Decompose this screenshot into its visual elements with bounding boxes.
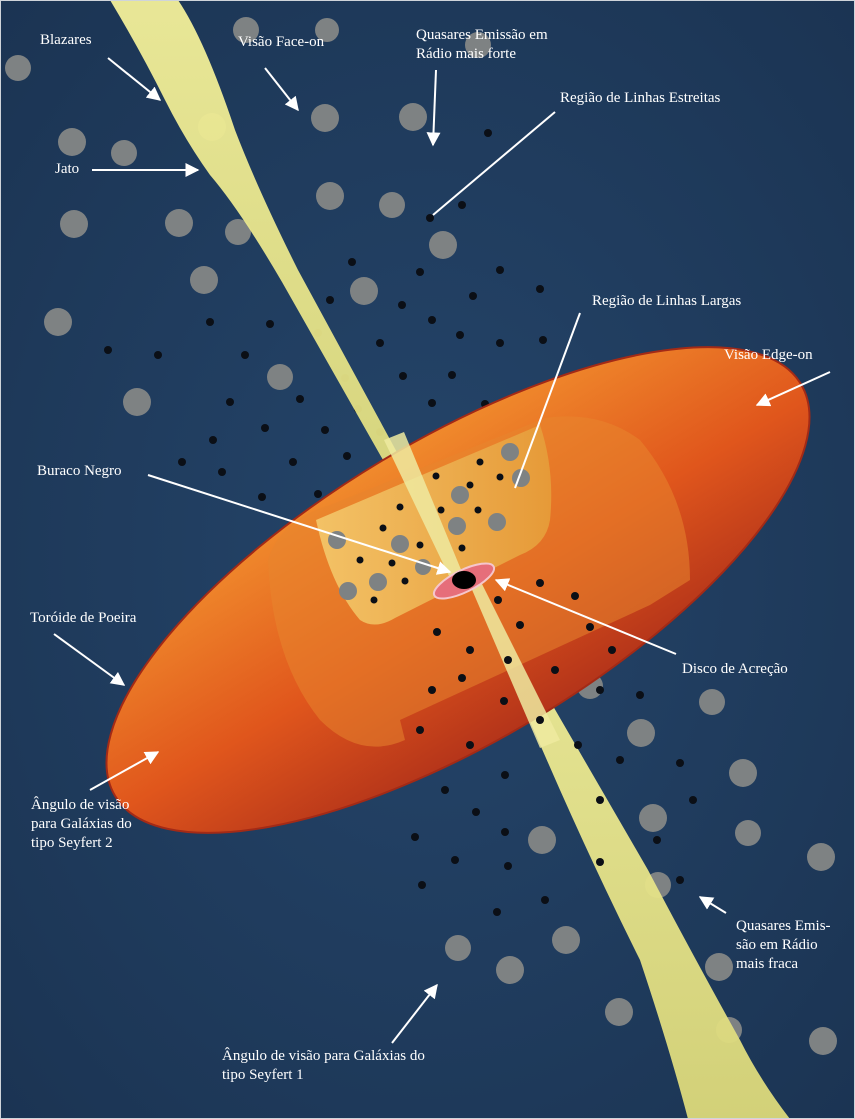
label-radio-loud-quasars: Quasares Emissão em Rádio mais forte — [416, 26, 548, 64]
label-face-on-view: Visão Face-on — [238, 33, 324, 52]
label-narrow-line-region: Região de Linhas Estreitas — [560, 89, 720, 108]
label-black-hole: Buraco Negro — [37, 462, 122, 481]
label-seyfert1-angle: Ângulo de visão para Galáxias do tipo Se… — [222, 1047, 425, 1085]
label-accretion-disk: Disco de Acreção — [682, 660, 788, 679]
label-broad-line-region: Região de Linhas Largas — [592, 292, 741, 311]
black-hole — [452, 571, 476, 589]
label-dust-torus: Toróide de Poeira — [30, 609, 136, 628]
label-radio-quiet-quasars: Quasares Emis- são em Rádio mais fraca — [736, 917, 831, 974]
label-seyfert2-angle: Ângulo de visão para Galáxias do tipo Se… — [31, 796, 132, 853]
label-jet: Jato — [55, 160, 79, 179]
label-edge-on-view: Visão Edge-on — [724, 346, 813, 365]
label-blazars: Blazares — [40, 31, 92, 50]
